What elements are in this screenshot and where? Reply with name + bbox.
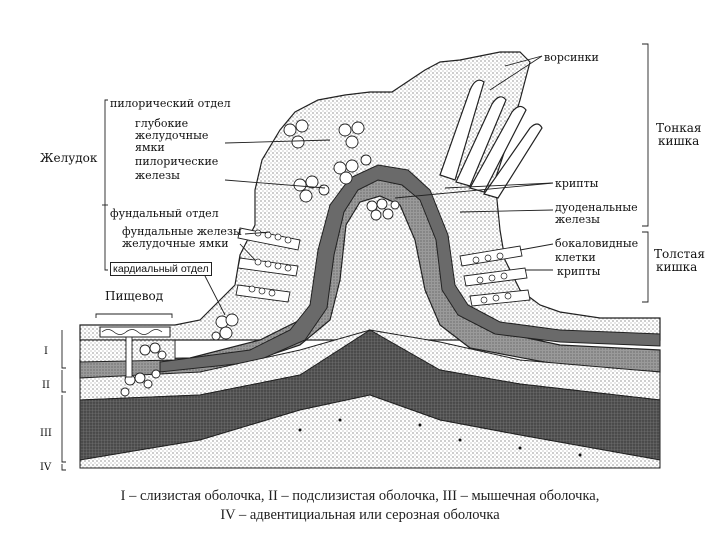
label-pyloric-glands-2: железы — [135, 169, 180, 182]
label-deep-pits-2: желудочные — [135, 129, 209, 142]
esophagus-epithelium — [99, 326, 171, 338]
layer-label-2: II — [42, 380, 50, 391]
label-pyloric-glands-1: пилорические — [135, 155, 219, 168]
label-large-intestine-2: кишка — [656, 260, 698, 274]
label-large-intestine-1: Толстая — [654, 247, 705, 261]
duodenal-glands — [366, 198, 400, 221]
label-deep-pits-3: ямки — [135, 141, 165, 154]
caption-line-1: I – слизистая оболочка, II – подслизиста… — [120, 488, 600, 504]
esophageal-glands — [120, 336, 167, 397]
caption-line-2: IV – адвентициальная или серозная оболоч… — [220, 507, 500, 523]
label-pyloric-section: пилорический отдел — [110, 97, 231, 110]
label-crypts-large: крипты — [557, 265, 601, 278]
adventitia-layer — [79, 394, 661, 469]
label-stomach: Желудок — [40, 151, 98, 165]
layer-label-1: I — [44, 346, 48, 357]
label-goblet-cells-2: клетки — [555, 251, 596, 264]
label-gastric-pits: желудочные ямки — [122, 237, 229, 250]
muscularis-arch — [159, 164, 661, 373]
label-esophagus: Пищевод — [105, 289, 164, 303]
layer-label-3: III — [40, 428, 52, 439]
villi-group — [439, 79, 543, 199]
label-cardiac-section: кардиальный отдел — [110, 262, 212, 276]
label-duodenal-glands-1: дуоденальные — [555, 201, 638, 214]
leader-lines — [61, 43, 649, 471]
cardiac-glands — [211, 313, 239, 341]
layer-label-4: IV — [40, 462, 52, 473]
label-duodenal-glands-2: железы — [555, 213, 600, 226]
label-villi: ворсинки — [544, 51, 599, 64]
serosa-marks — [298, 418, 582, 457]
label-deep-pits-1: глубокие — [135, 117, 189, 130]
label-crypts-small: крипты — [555, 177, 599, 190]
label-small-intestine-1: Тонкая — [656, 121, 702, 135]
label-small-intestine-2: кишка — [658, 134, 700, 148]
label-fundic-section: фундальный отдел — [110, 207, 219, 220]
label-goblet-cells-1: бокаловидные — [555, 237, 639, 250]
label-fundic-glands: фундальные железы — [122, 225, 242, 238]
pyloric-glands — [283, 119, 372, 203]
